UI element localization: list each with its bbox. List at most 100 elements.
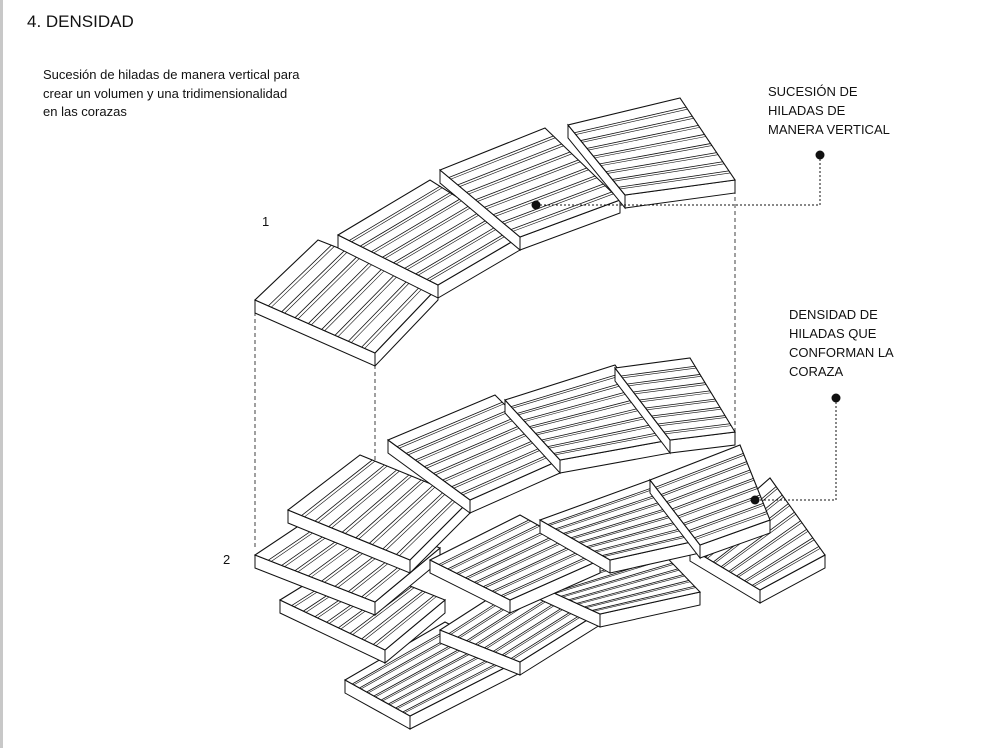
pallet-slat	[442, 437, 539, 481]
pallet-slat	[722, 513, 796, 568]
pallet-slat	[730, 522, 803, 573]
page-edge-divider	[0, 0, 3, 748]
pallet-slat	[493, 175, 596, 216]
pallet-slat	[474, 539, 565, 583]
pallet-slat	[555, 433, 666, 456]
pallet-slat	[592, 585, 695, 611]
label-line: HILADAS QUE	[789, 326, 877, 341]
pallet-slat	[321, 265, 385, 330]
pallet-slat	[314, 464, 385, 522]
pallet-slat	[694, 511, 767, 539]
pallet-slat	[736, 529, 807, 577]
pallet-slat	[459, 145, 564, 187]
pallet-slat	[666, 469, 751, 503]
pallet-slat	[268, 244, 332, 307]
pallet-slat	[529, 397, 640, 428]
pallet-slat	[433, 430, 532, 474]
pallet-slat	[586, 519, 684, 548]
pallet-slat	[271, 246, 335, 308]
pallet-slat	[334, 271, 399, 336]
pallet-slat	[424, 423, 525, 468]
pallet-slat	[752, 546, 820, 586]
pallet-slat	[494, 550, 585, 593]
label-line: SUCESIÓN DE	[768, 84, 858, 99]
pallet-slat	[536, 408, 648, 436]
pallet-slat	[582, 117, 694, 143]
pallet-slat	[553, 431, 664, 454]
pallet-slat	[574, 106, 687, 134]
pallet-slat	[486, 169, 589, 210]
pallet-slat	[656, 454, 745, 490]
pallet-slat	[547, 486, 656, 525]
pallet-slat	[301, 459, 373, 516]
pallet-slat	[373, 595, 435, 645]
pallet-slat	[393, 211, 481, 264]
label-sucesion: SUCESIÓN DE HILADAS DE MANERA VERTICAL	[768, 82, 890, 139]
pallet-slat	[351, 277, 415, 343]
label-line: DENSIDAD DE	[789, 307, 878, 322]
pallet-slat	[415, 223, 501, 275]
pallet-slat	[640, 392, 712, 403]
pallet-slat	[570, 506, 673, 539]
pallet-slat	[688, 502, 764, 531]
pallet-slat	[385, 490, 449, 551]
description: Sucesión de hiladas de manera vertical p…	[43, 66, 323, 122]
pallet-slat	[458, 530, 549, 575]
pallet-slat	[633, 382, 706, 393]
pallet-slat	[415, 416, 517, 461]
pallet-slat	[450, 137, 556, 180]
pallet-slat	[510, 191, 612, 230]
pallet-slat	[407, 219, 493, 270]
pallet-slat	[684, 496, 761, 526]
pallet-slat	[568, 568, 678, 601]
pallet-slat	[653, 408, 722, 419]
pallet-slat	[373, 200, 463, 254]
pallet-slat	[586, 581, 691, 608]
label-line: CORAZA	[789, 364, 844, 379]
pallet-slat	[677, 486, 757, 517]
pallet-slat	[570, 569, 680, 601]
pallet-slat	[406, 409, 510, 454]
pallet-slat	[444, 439, 541, 482]
pallet-slat	[580, 514, 680, 544]
pallet-slat	[575, 108, 688, 135]
pallet-slat	[621, 365, 696, 377]
pallet-slat	[560, 562, 673, 597]
label-line: CONFORMAN LA	[789, 345, 894, 360]
pallet-slat	[395, 212, 483, 265]
pallet-slat	[549, 487, 657, 526]
pallet-slat	[601, 145, 712, 166]
leader-dot-icon	[831, 393, 841, 403]
pallet-slat	[542, 416, 654, 442]
pallet-slat	[351, 187, 443, 243]
pallet-slat	[557, 494, 663, 531]
pallet-slat	[524, 391, 635, 422]
pallet-slat	[426, 425, 526, 469]
pallet-slat	[523, 389, 634, 421]
pallet-slat	[402, 655, 512, 713]
pallet-slat	[337, 272, 402, 337]
leader-line	[755, 398, 837, 501]
pallet-slat	[746, 539, 815, 582]
pallet-slat	[504, 185, 606, 225]
pallet-slat	[620, 172, 731, 190]
pallet-slat	[361, 590, 424, 640]
pallet-slat	[655, 452, 744, 488]
pallet-slat	[651, 406, 721, 417]
pallet-slat	[607, 154, 719, 174]
pallet-slat	[513, 193, 614, 232]
pallet-slat	[364, 282, 428, 349]
pallet-slat	[665, 425, 732, 435]
pallet-slat	[500, 554, 592, 596]
pallet-slat	[667, 471, 751, 504]
pallet-slat	[426, 230, 511, 280]
pallet-slat	[744, 537, 813, 582]
pallet-slat	[502, 183, 604, 223]
pallet-slat	[355, 479, 422, 539]
pallet-slat	[618, 170, 729, 188]
pallet-slat	[594, 526, 689, 552]
pallet-slat	[331, 470, 400, 529]
pallet-slat	[603, 534, 696, 557]
description-line: crear un volumen y una tridimensionalida…	[43, 85, 288, 101]
pallet-slat	[622, 367, 697, 379]
